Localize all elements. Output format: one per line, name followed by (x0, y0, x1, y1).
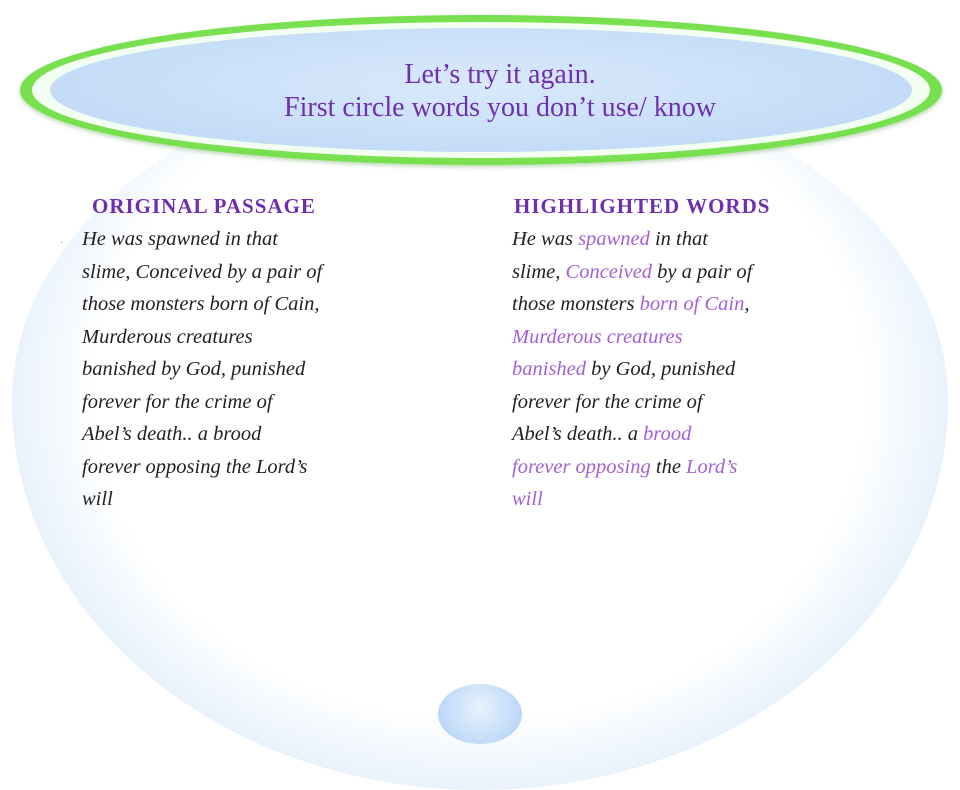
plain-text: the (650, 455, 687, 478)
decorative-knob (438, 684, 522, 744)
title-line-2: First circle words you don’t use/ know (284, 92, 716, 123)
original-line: forever for the crime of (82, 390, 273, 413)
original-line: slime, Conceived by a pair of (82, 260, 323, 283)
title-line-1: Let’s try it again. (404, 59, 596, 90)
title-oval (50, 28, 912, 152)
plain-text: by a pair of (652, 260, 753, 283)
original-line: He was spawned in that (82, 228, 278, 250)
highlighted-word: banished (512, 358, 587, 380)
highlighted-line: banished by God, punished (512, 353, 852, 386)
original-line: forever opposing the Lord’s (82, 455, 308, 478)
slide-title: Let’s try it again. First circle words y… (120, 58, 880, 124)
highlighted-words-column: HIGHLIGHTED WORDS He was spawned in that… (512, 194, 852, 516)
plain-text: Abel’s death.. a (512, 423, 644, 445)
highlighted-line: those monsters born of Cain, (512, 288, 852, 321)
highlighted-line: forever opposing the Lord’s (512, 451, 852, 484)
highlighted-line: will (512, 483, 852, 516)
highlighted-word: brood (643, 423, 692, 445)
plain-text: in that (649, 228, 708, 250)
highlighted-line: Murderous creatures (512, 321, 852, 354)
original-passage-text: He was spawned in that slime, Conceived b… (82, 223, 422, 516)
original-passage-column: ORIGINAL PASSAGE He was spawned in that s… (82, 194, 422, 516)
highlighted-word: Conceived (565, 260, 653, 283)
highlighted-word: Lord’s (686, 455, 738, 478)
highlighted-line: forever for the crime of (512, 386, 852, 419)
highlighted-word: will (512, 488, 543, 510)
original-line: Abel’s death.. a brood (82, 423, 262, 445)
plain-text: He was (512, 228, 579, 250)
original-passage-heading: ORIGINAL PASSAGE (92, 194, 316, 218)
original-line: banished by God, punished (82, 358, 306, 380)
plain-text: slime, (512, 260, 566, 283)
highlighted-word: born of Cain (639, 293, 745, 315)
highlighted-words-heading: HIGHLIGHTED WORDS (514, 194, 771, 218)
bullet-marker: · (60, 238, 64, 249)
highlighted-line: Abel’s death.. a brood (512, 418, 852, 451)
original-line: Murderous creatures (82, 325, 253, 348)
original-line: will (82, 488, 113, 510)
highlighted-word: Murderous creatures (512, 325, 683, 348)
plain-text: by God, punished (586, 358, 736, 380)
original-line: those monsters born of Cain, (82, 293, 320, 315)
highlighted-word: forever opposing (512, 455, 651, 478)
plain-text: those monsters (512, 293, 640, 315)
plain-text: forever for the crime of (512, 390, 703, 413)
plain-text: , (744, 293, 750, 315)
background-bowl (12, 70, 948, 790)
highlighted-line: slime, Conceived by a pair of (512, 256, 852, 289)
highlighted-word: spawned (578, 228, 650, 250)
highlighted-line: He was spawned in that (512, 223, 852, 256)
